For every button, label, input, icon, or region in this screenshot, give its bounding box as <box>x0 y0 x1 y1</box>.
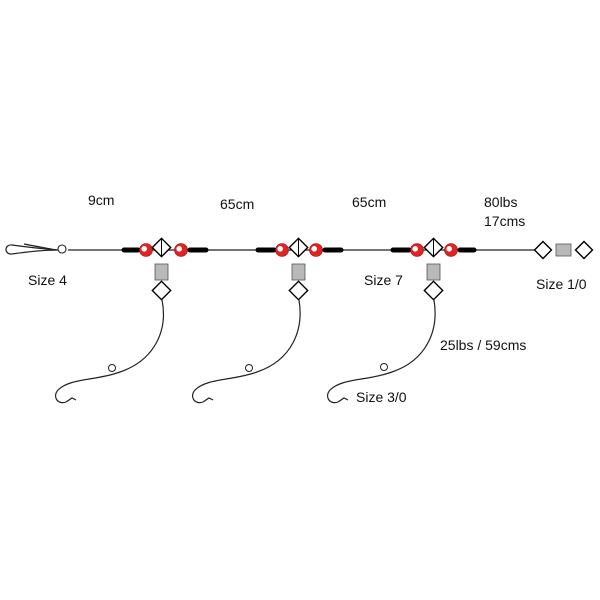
snood-line <box>191 299 301 404</box>
dropper-2 <box>191 237 344 404</box>
bead-highlight <box>277 246 284 252</box>
end-ring-icon <box>574 240 594 260</box>
swivel-icon <box>154 263 169 281</box>
clip-icon <box>5 243 67 255</box>
snap-ring-icon <box>288 280 309 301</box>
end-swivel <box>533 240 594 260</box>
hook-icon <box>202 397 214 403</box>
snood-bead <box>380 363 388 371</box>
end-swivel-size-label: Size 1/0 <box>536 276 587 292</box>
snap-ring-icon <box>151 280 172 301</box>
dropper-1 <box>54 237 209 404</box>
bead-highlight <box>141 246 147 252</box>
dropper-2-spacing-label: 65cm <box>220 196 254 212</box>
clip-size-label: Size 4 <box>28 272 67 288</box>
snood-bead <box>245 364 253 372</box>
dropper-3 <box>326 237 477 404</box>
mainline-spec-label: 80lbs <box>484 194 517 210</box>
hook-size-label: Size 3/0 <box>356 389 407 405</box>
hook-icon <box>65 397 77 403</box>
end-ring-icon <box>533 240 553 260</box>
snap-ring-icon <box>423 280 444 301</box>
bead-highlight <box>446 246 453 252</box>
dropper-1-spacing-label: 9cm <box>88 192 114 208</box>
bead-highlight <box>311 246 318 252</box>
swivel-icon <box>555 243 572 257</box>
snood-bead <box>108 364 116 372</box>
mainline-length-label: 17cms <box>484 213 525 229</box>
snood-line <box>54 299 164 404</box>
bead-highlight <box>412 246 419 252</box>
hook-icon <box>337 397 349 403</box>
bead-size-label: Size 7 <box>364 272 403 288</box>
snood-line <box>326 299 436 404</box>
snood-spec-label: 25lbs / 59cms <box>440 337 526 353</box>
swivel-icon <box>426 263 441 281</box>
dropper-3-spacing-label: 65cm <box>352 194 386 210</box>
swivel-icon <box>291 263 306 281</box>
bead-highlight <box>176 246 182 252</box>
